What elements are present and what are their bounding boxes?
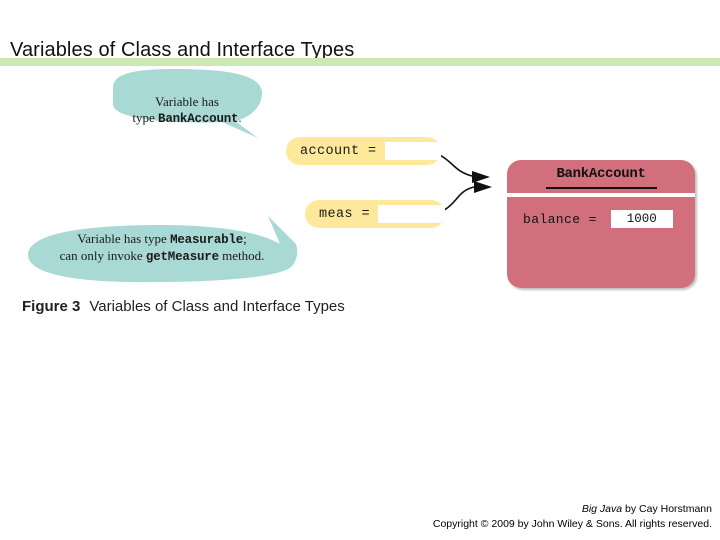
callout-2-line-1-prefix: Variable has type: [77, 231, 171, 246]
variable-value-slot-meas: [378, 205, 445, 223]
callout-2-line-2-suffix: method.: [218, 248, 265, 264]
footer: Big Java by Cay Horstmann Copyright © 20…: [433, 502, 712, 532]
callout-2-line-1-suffix: ;: [243, 231, 247, 246]
callout-bankaccount-type-bubble: [113, 69, 262, 138]
object-box-bankaccount: BankAccount balance = 1000: [507, 160, 695, 288]
callout-measurable-type-label: Variable has type Measurable; can only i…: [30, 231, 294, 266]
callout-1-line-2-code: BankAccount: [158, 111, 239, 126]
object-field-label-balance: balance =: [523, 211, 597, 227]
footer-byline: by Cay Horstmann: [622, 502, 712, 515]
object-field-row: balance = 1000: [523, 210, 673, 228]
footer-book-title: Big Java: [581, 502, 623, 515]
object-header-divider: [507, 193, 695, 197]
callout-bankaccount-type-label: Variable has type BankAccount.: [112, 94, 262, 127]
callout-2-line-2-code: getMeasure: [145, 250, 219, 265]
callout-1-line-1: Variable has: [155, 94, 219, 109]
page-title: Variables of Class and Interface Types: [10, 39, 355, 62]
callout-1-line-2-suffix: .: [238, 109, 242, 125]
callout-2-line-2-prefix: can only invoke: [59, 248, 146, 264]
figure-caption: Figure 3 Variables of Class and Interface…: [22, 298, 345, 315]
figure-number: Figure 3: [22, 298, 81, 315]
callout-measurable-type-bubble: [28, 216, 298, 283]
variable-box-meas: meas =: [305, 200, 445, 228]
footer-attribution: Big Java by Cay Horstmann: [433, 502, 712, 517]
diagram-vector-layer: [28, 69, 492, 283]
variable-label-account: account =: [300, 143, 377, 159]
variable-label-meas: meas =: [319, 206, 371, 222]
variable-value-slot-account: [384, 142, 441, 160]
object-field-value-balance: 1000: [610, 210, 673, 228]
object-class-name-underline: [546, 187, 657, 189]
callout-1-line-2-prefix: type: [132, 109, 159, 125]
footer-copyright: Copyright © 2009 by John Wiley & Sons. A…: [432, 517, 712, 530]
object-class-name: BankAccount: [556, 166, 646, 182]
callout-2-line-1-code: Measurable: [170, 233, 244, 247]
variable-box-account: account =: [286, 137, 441, 165]
figure-diagram: Variable has type BankAccount. Variable …: [0, 66, 720, 336]
title-divider: [0, 58, 720, 66]
figure-caption-title: Variables of Class and Interface Types: [89, 298, 345, 315]
